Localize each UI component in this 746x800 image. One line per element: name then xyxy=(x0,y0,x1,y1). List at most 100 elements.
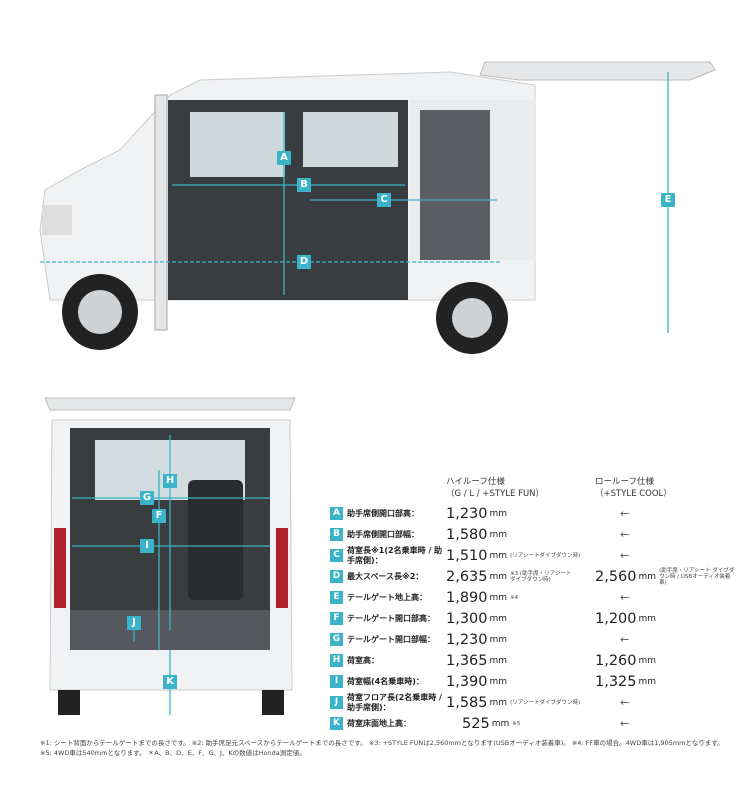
row-key: D xyxy=(330,570,343,583)
row-label: 荷室長※1(2名乗車時 / 助手席側)： xyxy=(347,546,443,566)
row-label: 荷室幅(4名乗車時)： xyxy=(347,672,443,692)
row-label-text: 荷室フロア長(2名乗車時 / 助手席側)： xyxy=(347,693,442,712)
dimension-label-c: C xyxy=(377,193,391,207)
row-key: I xyxy=(330,675,343,688)
footnote-2: ※5: 4WD車は540mmとなります。 ＊A、B、D、E、F、G、J、Kの数値… xyxy=(40,749,306,757)
same-as-high-roof-arrow: ← xyxy=(620,717,630,730)
value: 1,510 xyxy=(446,548,488,564)
row-label-text: 最大スペース長※2： xyxy=(347,572,424,581)
value-note: (リアシートダイブダウン時) xyxy=(510,553,581,559)
value: 1,300 xyxy=(446,611,488,627)
dimension-label-f: F xyxy=(152,509,166,523)
unit: mm xyxy=(489,635,508,645)
value: 1,230 xyxy=(446,506,488,522)
value: 1,325 xyxy=(595,674,637,690)
value-note: (助手席・リアシート ダイブダウン時 / USBオーディオ装着車) xyxy=(659,568,735,586)
row-key: H xyxy=(330,654,343,667)
row-label-text: テールゲート開口部幅： xyxy=(347,635,435,644)
row-label: テールゲート地上高： xyxy=(347,588,443,608)
row-key: F xyxy=(330,612,343,625)
dimension-label-j: J xyxy=(127,616,141,630)
unit: mm xyxy=(491,719,510,729)
value: 1,200 xyxy=(595,611,637,627)
value: 1,390 xyxy=(446,674,488,690)
unit: mm xyxy=(638,656,657,666)
unit: mm xyxy=(489,677,508,687)
unit: mm xyxy=(489,509,508,519)
row-key: B xyxy=(330,528,343,541)
unit: mm xyxy=(489,656,508,666)
low-roof-grades: （+STYLE COOL） xyxy=(595,489,672,499)
unit: mm xyxy=(489,551,508,561)
row-label-text: 助手席側開口部幅： xyxy=(347,530,419,539)
value: 1,230 xyxy=(446,632,488,648)
row-label-text: テールゲート地上高： xyxy=(347,593,427,602)
unit: mm xyxy=(489,698,508,708)
row-label: 荷室フロア長(2名乗車時 / 助手席側)： xyxy=(347,693,443,713)
row-key: C xyxy=(330,549,343,562)
value: 2,635 xyxy=(446,569,488,585)
dimension-label-i: I xyxy=(140,539,154,553)
unit: mm xyxy=(489,530,508,540)
unit: mm xyxy=(489,572,508,582)
value: 1,260 xyxy=(595,653,637,669)
unit: mm xyxy=(489,593,508,603)
same-as-high-roof-arrow: ← xyxy=(620,507,630,520)
van-side-illustration xyxy=(39,61,716,354)
row-label-text: 荷室幅(4名乗車時)： xyxy=(347,677,424,686)
row-label: 荷室高： xyxy=(347,651,443,671)
same-as-high-roof-arrow: ← xyxy=(620,591,630,604)
dimension-label-e: E xyxy=(661,193,675,207)
dimension-label-d: D xyxy=(297,255,311,269)
row-key: J xyxy=(330,696,343,709)
low-roof-header: ロールーフ仕様 （+STYLE COOL） xyxy=(595,476,672,500)
value-note: (リアシートダイブダウン時) xyxy=(510,700,581,706)
value: 1,585 xyxy=(446,695,488,711)
row-label-text: 荷室長※1(2名乗車時 / 助手席側)： xyxy=(347,546,443,565)
high-roof-header: ハイルーフ仕様 （G / L / +STYLE FUN） xyxy=(446,476,544,500)
row-label-text: テールゲート開口部高： xyxy=(347,614,435,623)
same-as-high-roof-arrow: ← xyxy=(620,696,630,709)
row-label-text: 荷室床面地上高： xyxy=(347,719,411,728)
value-note: ※3 (助手席・リアシート ダイブダウン時) xyxy=(510,571,572,583)
dimension-label-a: A xyxy=(277,151,291,165)
unit: mm xyxy=(489,614,508,624)
unit: mm xyxy=(638,572,657,582)
row-label: テールゲート開口部高： xyxy=(347,609,443,629)
low-roof-title: ロールーフ仕様 xyxy=(595,477,654,487)
row-label: 助手席側開口部幅： xyxy=(347,525,443,545)
row-key: E xyxy=(330,591,343,604)
same-as-high-roof-arrow: ← xyxy=(620,528,630,541)
row-label-text: 荷室高： xyxy=(347,656,379,665)
footnotes: ※1: シート背面からテールゲートまでの長さです。 ※2: 助手席足元スペースか… xyxy=(40,738,730,758)
value-note: ※4 xyxy=(510,595,519,601)
value: 2,560 xyxy=(595,569,637,585)
row-label: 荷室床面地上高： xyxy=(347,714,443,734)
rear-dimension-lines xyxy=(72,435,270,715)
van-side-view xyxy=(39,61,716,354)
high-roof-title: ハイルーフ仕様 xyxy=(446,477,505,487)
footnote-1: ※1: シート背面からテールゲートまでの長さです。 ※2: 助手席足元スペースか… xyxy=(40,739,724,747)
row-label-text: 助手席側開口部高： xyxy=(347,509,419,518)
row-key: A xyxy=(330,507,343,520)
row-label: テールゲート開口部幅： xyxy=(347,630,443,650)
